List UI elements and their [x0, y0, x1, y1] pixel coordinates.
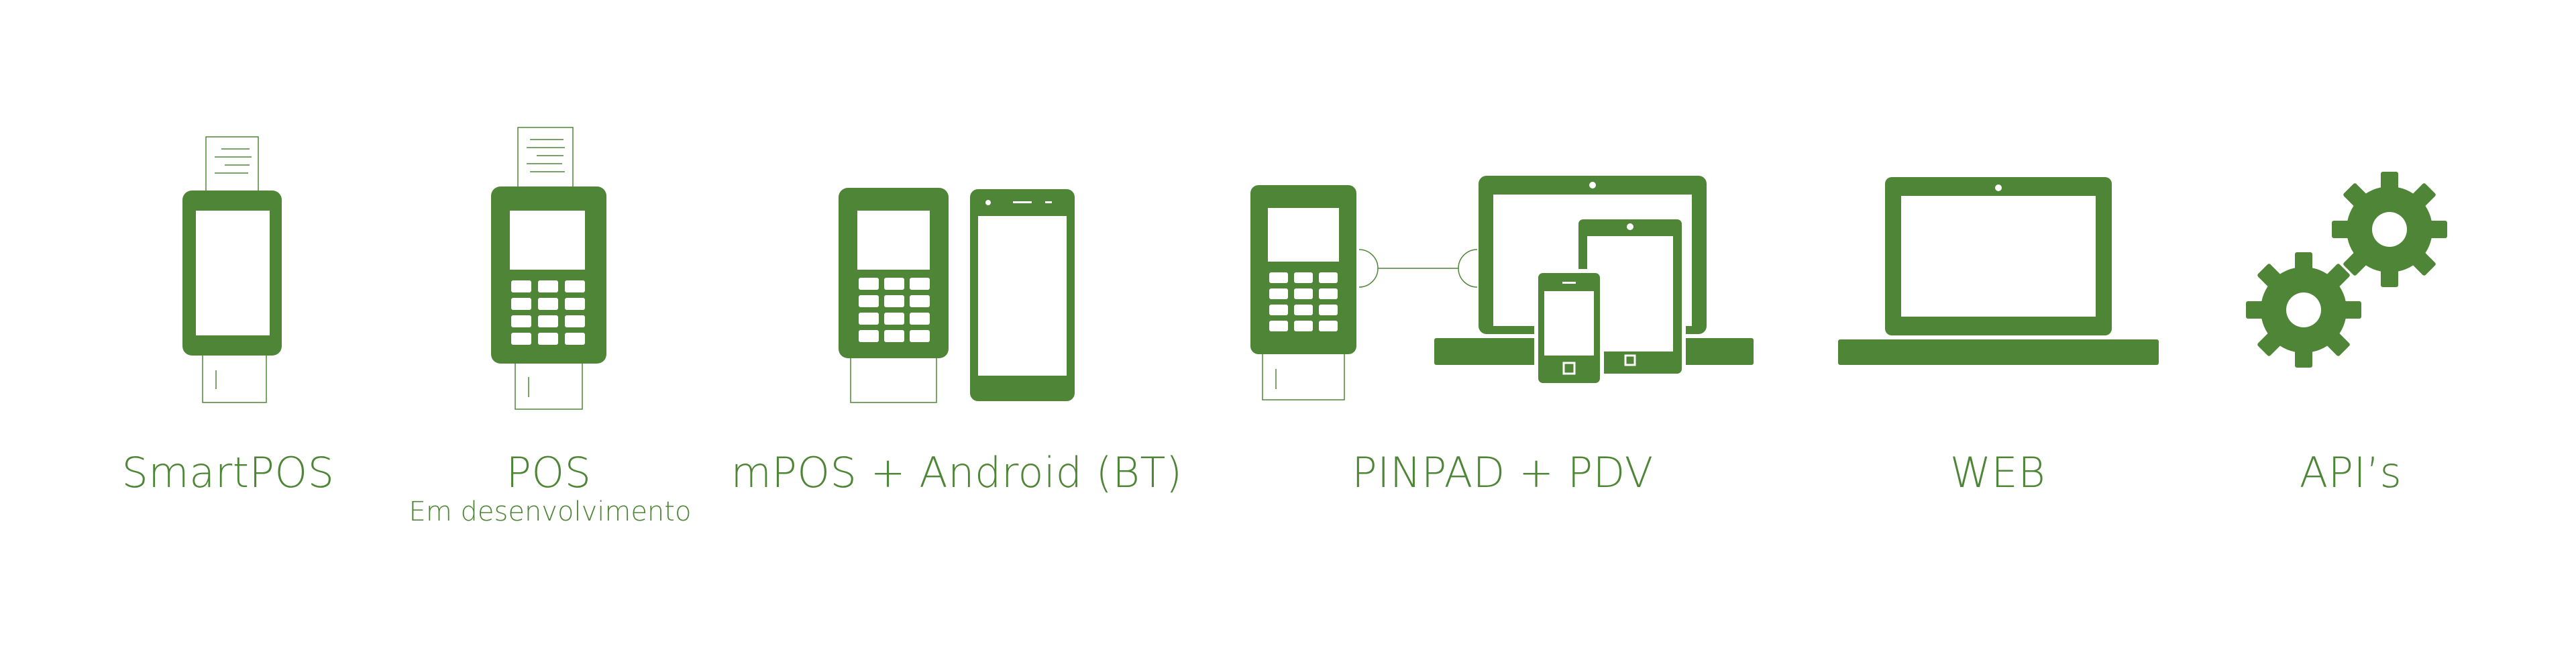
apis-label: API’s [2299, 448, 2402, 497]
pinpad-pdv-icon [1250, 176, 1754, 400]
gears-icon [2246, 172, 2447, 368]
mpos-android-icon [839, 188, 1075, 403]
pinpad-pdv-label: PINPAD + PDV [1352, 448, 1654, 497]
mpos-android-label: mPOS + Android (BT) [731, 448, 1183, 497]
web-label: WEB [1949, 448, 2046, 497]
pos-status-sublabel: Em desenvolvimento [409, 496, 692, 527]
smartpos-icon [182, 136, 282, 403]
laptop-icon [1838, 177, 2159, 365]
pos-terminal-icon [491, 127, 606, 410]
smartpos-label: SmartPOS [121, 448, 335, 497]
pos-label: POS [506, 448, 592, 497]
